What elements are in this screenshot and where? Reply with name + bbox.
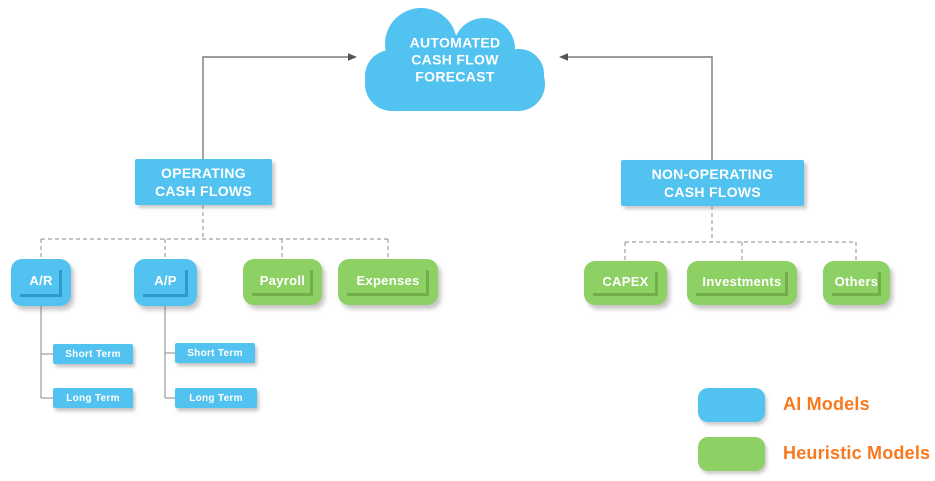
- legend-label-ai: AI Models: [783, 394, 870, 414]
- ap-short-term-label: Short Term: [187, 347, 243, 359]
- operating-cash-flows-label: OPERATING CASH FLOWS: [154, 165, 253, 199]
- ap-subtree-lines: [164, 306, 175, 399]
- ap-long-term-label: Long Term: [189, 392, 243, 404]
- nonoperating-to-cloud-arrow: [568, 56, 713, 160]
- node-ar[interactable]: A/R: [11, 259, 71, 306]
- legend-label-heuristic: Heuristic Models: [783, 443, 931, 463]
- node-capex[interactable]: CAPEX: [584, 261, 667, 305]
- node-ar-label: A/R: [29, 273, 53, 288]
- non-operating-cash-flows-label: NON-OPERATING CASH FLOWS: [651, 166, 774, 200]
- node-others-label: Others: [834, 273, 879, 289]
- node-ar-short-term[interactable]: Short Term: [53, 344, 133, 364]
- node-ar-long-term[interactable]: Long Term: [53, 388, 133, 408]
- node-payroll-label: Payroll: [259, 272, 306, 288]
- ar-subtree-lines: [40, 306, 53, 399]
- arrowhead-left-icon: [559, 53, 568, 61]
- node-ap[interactable]: A/P: [134, 259, 197, 306]
- node-capex-label: CAPEX: [602, 273, 649, 289]
- operating-cash-flows-box[interactable]: OPERATING CASH FLOWS: [135, 159, 272, 205]
- cloud-icon: [365, 8, 545, 111]
- operating-to-cloud-arrow: [202, 56, 348, 159]
- node-investments[interactable]: Investments: [687, 261, 797, 305]
- ar-long-term-label: Long Term: [66, 392, 120, 404]
- ar-short-term-label: Short Term: [65, 348, 121, 360]
- node-ap-long-term[interactable]: Long Term: [175, 388, 257, 408]
- node-expenses[interactable]: Expenses: [338, 259, 438, 305]
- arrowhead-right-icon: [348, 53, 357, 61]
- node-investments-label: Investments: [702, 273, 782, 289]
- nonoperating-dashed-tree: [624, 206, 857, 261]
- operating-dashed-tree: [40, 205, 389, 259]
- cloud-root-label: AUTOMATED CASH FLOW FORECAST: [409, 34, 501, 85]
- non-operating-cash-flows-box[interactable]: NON-OPERATING CASH FLOWS: [621, 160, 804, 206]
- node-others[interactable]: Others: [823, 261, 890, 305]
- cloud-root-node[interactable]: AUTOMATED CASH FLOW FORECAST: [363, 4, 547, 114]
- node-ap-label: A/P: [154, 273, 177, 288]
- node-ap-short-term[interactable]: Short Term: [175, 343, 255, 363]
- legend-swatch-ai: [698, 388, 765, 422]
- node-expenses-label: Expenses: [356, 272, 420, 288]
- legend-swatch-heuristic: [698, 437, 765, 471]
- node-payroll[interactable]: Payroll: [243, 259, 322, 305]
